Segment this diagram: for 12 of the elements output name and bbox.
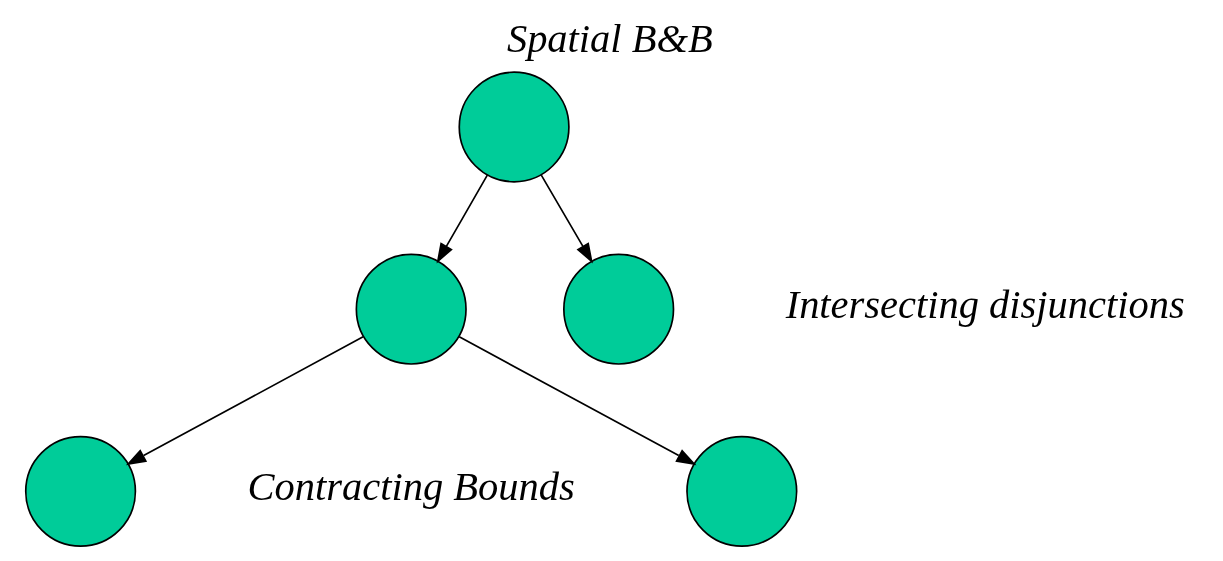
arrow [125,336,364,466]
label: Contracting Bounds [247,464,575,510]
node-circle [24,435,137,548]
arrow [540,174,593,264]
diagram-title: Spatial B&B [506,16,713,62]
arrow [458,336,697,466]
node-circle [563,253,675,365]
arrow [436,174,489,264]
node-circle [458,71,570,183]
node-circle [686,435,798,548]
label: Intersecting disjunctions [785,281,1185,327]
node-circle [355,253,467,365]
